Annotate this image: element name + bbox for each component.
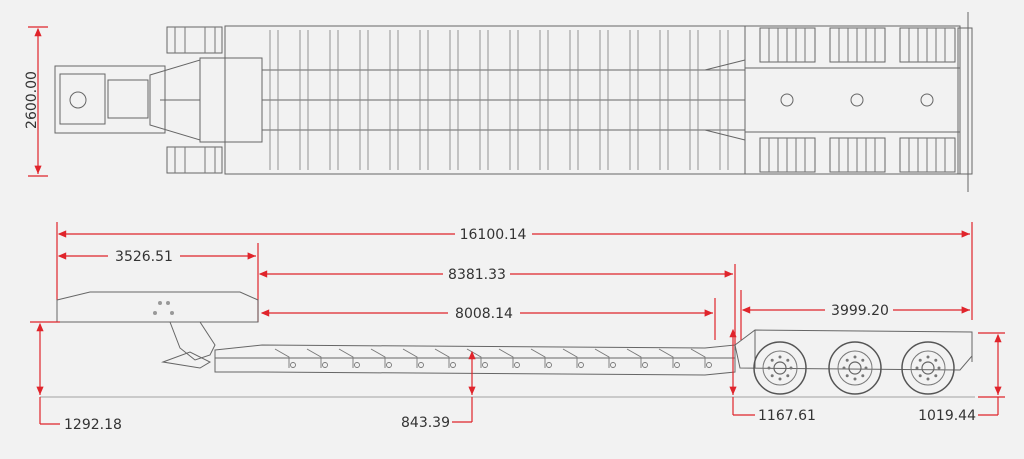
- front-height-label: 1292.18: [64, 417, 122, 433]
- well-length-label: 8008.14: [455, 306, 513, 322]
- top-view: 2600.00: [24, 12, 973, 192]
- rear-deck-height-label: 1167.61: [758, 408, 816, 424]
- front-height-dimension: [30, 321, 60, 425]
- rear-height-dimension: [978, 332, 1005, 416]
- overall-length-label: 16100.14: [460, 227, 527, 243]
- side-view: 16100.14 3526.51 8381.33 3999.20 800: [30, 222, 1005, 433]
- well-dimension: [260, 298, 716, 340]
- rear-dimension: [740, 290, 970, 340]
- gooseneck-length-label: 3526.51: [115, 249, 173, 265]
- rear-deck-height-dimension: [729, 328, 755, 416]
- deck-height-label: 843.39: [401, 415, 450, 431]
- overall-length-dimension: [56, 222, 973, 320]
- width-dimension: [28, 26, 48, 177]
- deck-length-label: 8381.33: [448, 267, 506, 283]
- width-label: 2600.00: [24, 71, 40, 129]
- rear-height-label: 1019.44: [918, 408, 976, 424]
- deck-height-dimension: [452, 350, 476, 423]
- rear-length-label: 3999.20: [831, 303, 889, 319]
